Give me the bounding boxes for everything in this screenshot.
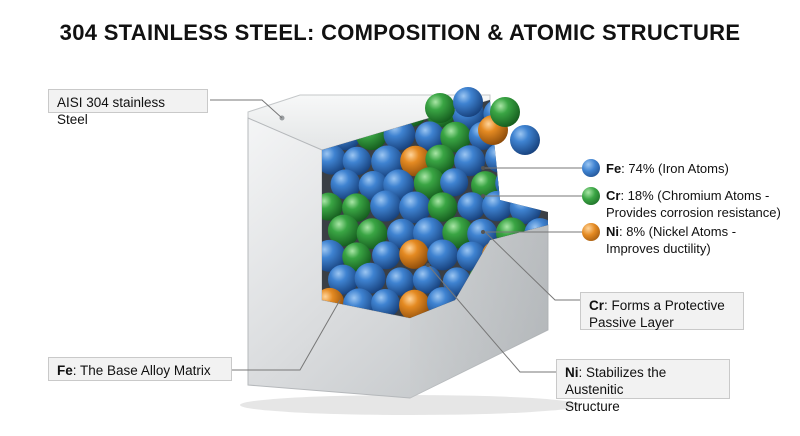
iron-atom	[371, 145, 404, 178]
leader-anchor	[481, 230, 485, 234]
ni-role-symbol: Ni	[565, 365, 579, 380]
iron-atom	[371, 288, 400, 318]
iron-atom	[354, 262, 386, 294]
legend-item-ni: Ni: 8% (Nickel Atoms - Improves ductilit…	[606, 223, 736, 257]
chromium-atom	[322, 192, 343, 221]
leader-ni-role	[427, 264, 556, 373]
cube-shadow	[240, 395, 580, 415]
ni-role-text-2: Structure	[565, 399, 620, 414]
chromium-atom	[413, 167, 446, 199]
callout-cr-role: Cr: Forms a Protective Passive Layer	[580, 292, 744, 330]
iron-atom	[386, 267, 415, 296]
iron-atom	[399, 191, 431, 224]
callout-material: AISI 304 stainless Steel	[48, 89, 208, 127]
callout-material-text: AISI 304 stainless Steel	[57, 95, 166, 127]
legend-cr-line1: : 18% (Chromium Atoms -	[620, 188, 770, 203]
nickel-atom	[399, 239, 429, 269]
cr-role-text-1: : Forms a Protective	[604, 298, 725, 313]
iron-atom	[524, 168, 548, 198]
atom-lattice-overflow	[425, 87, 540, 155]
iron-atom-icon	[582, 159, 600, 177]
leader-anchor	[481, 194, 485, 198]
legend-item-cr: Cr: 18% (Chromium Atoms - Provides corro…	[606, 187, 781, 221]
chromium-atom	[425, 144, 455, 175]
iron-atom	[453, 87, 483, 117]
legend-ni-symbol: Ni	[606, 224, 619, 239]
ni-role-text-1: : Stabilizes the Austenitic	[565, 365, 667, 397]
iron-atom	[330, 169, 361, 200]
leader-anchor	[426, 263, 430, 267]
chromium-atom	[327, 214, 360, 247]
chromium-atom	[440, 121, 471, 153]
legend-fe-symbol: Fe	[606, 161, 622, 176]
cr-role-symbol: Cr	[589, 298, 605, 313]
chromium-atom	[342, 193, 371, 222]
fe-role-symbol: Fe	[57, 363, 73, 378]
iron-atom	[454, 145, 486, 177]
legend-item-fe: Fe: 74% (Iron Atoms)	[606, 160, 729, 177]
fe-role-text: : The Base Alloy Matrix	[72, 363, 211, 378]
iron-atom	[342, 146, 372, 176]
legend-cr-symbol: Cr	[606, 188, 621, 203]
iron-atom	[510, 125, 540, 155]
diagram-title: 304 STAINLESS STEEL: COMPOSITION & ATOMI…	[59, 20, 741, 45]
leader-anchor	[481, 166, 485, 170]
callout-ni-role: Ni: Stabilizes the Austenitic Structure	[556, 359, 730, 414]
legend-ni-line1: : 8% (Nickel Atoms -	[619, 224, 737, 239]
legend-fe-line1: : 74% (Iron Atoms)	[621, 161, 729, 176]
iron-atom	[415, 121, 445, 151]
chromium-atom	[427, 192, 458, 222]
chromium-atom	[442, 216, 474, 249]
leader-fe-role	[232, 299, 341, 371]
iron-atom	[440, 168, 469, 197]
cr-role-text-2: Passive Layer	[589, 315, 674, 330]
chromium-atom	[425, 93, 455, 123]
legend-ni-line2: Improves ductility)	[606, 241, 711, 256]
legend-cr-line2: Provides corrosion resistance)	[606, 205, 781, 220]
callout-fe-role: Fe: The Base Alloy Matrix	[48, 357, 232, 381]
iron-atom	[457, 192, 486, 221]
leader-material	[210, 99, 283, 119]
iron-atom	[322, 239, 346, 272]
iron-atom	[322, 144, 347, 175]
chromium-atom	[356, 218, 388, 249]
iron-atom	[427, 239, 459, 271]
iron-atom	[370, 190, 402, 222]
chromium-atom	[490, 97, 520, 127]
leader-lines	[210, 99, 582, 373]
nickel-atom	[399, 289, 430, 318]
chromium-atom	[342, 242, 371, 272]
iron-atom	[372, 241, 401, 270]
leader-cr-role	[482, 229, 580, 301]
nickel-atom-icon	[582, 223, 600, 241]
chromium-atom-icon	[582, 187, 600, 205]
iron-atom	[327, 264, 359, 295]
